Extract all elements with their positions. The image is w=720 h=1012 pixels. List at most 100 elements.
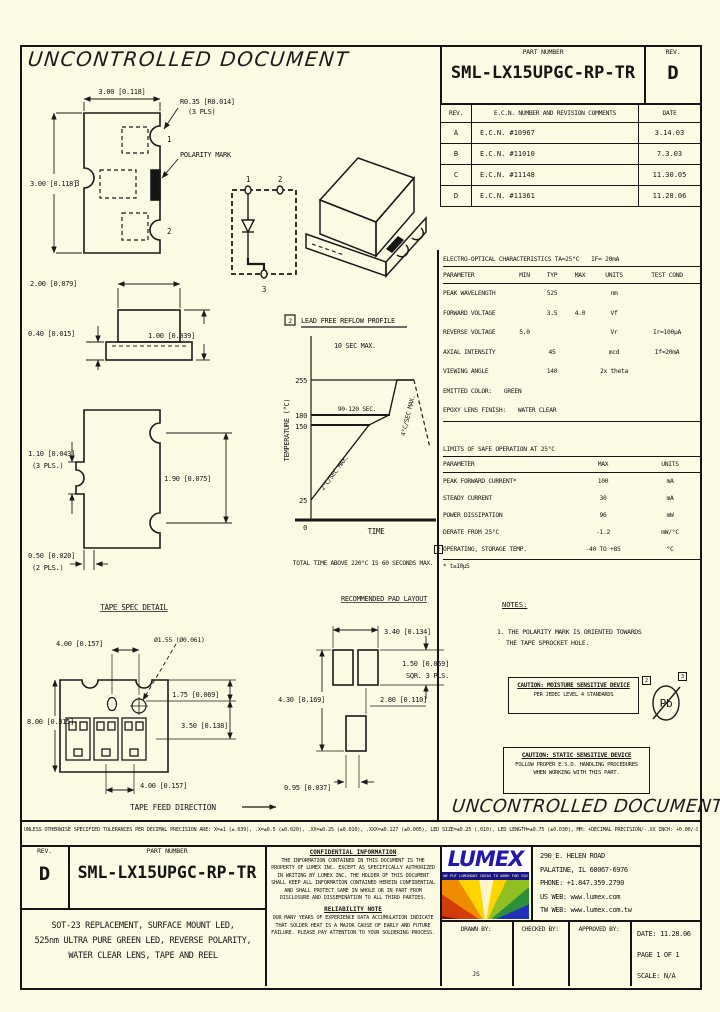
part-number-header: PART NUMBER SML-LX15UPGC-RP-TR REV. D (440, 45, 700, 105)
eo-r0-p: PEAK WAVELENGTH (443, 290, 496, 298)
date-row: DATE:11.28.06 (637, 924, 700, 945)
reliability-body: OUR MANY YEARS OF EXPERIENCE DATA ACCUMU… (271, 915, 435, 937)
eo-r1-typ: 3.5 (546, 309, 558, 317)
tape-width-dim: 8.00 [0.315] (27, 718, 74, 726)
title-block-line (440, 845, 442, 986)
top-view-drawing: 3.00 [0.118] 3.00 [0.118] R0.35 [R0.014]… (30, 88, 235, 254)
pin-2-label: 2 (167, 227, 171, 236)
eo-table-header: PARAMETER MIN TYP MAX UNITS TEST COND (443, 267, 700, 284)
address-line-3: PHONE: +1.847.359.2790 (540, 879, 624, 887)
schematic-pin-2: 2 (278, 175, 282, 184)
pad-span-dim: 3.40 [0.134] (384, 628, 431, 636)
pin-1-label: 1 (167, 135, 171, 144)
lumex-logo-rainbow (442, 880, 529, 919)
lens-finish-row: EPOXY LENS FINISH: WATER CLEAR (443, 401, 700, 422)
rev-label: REV. (665, 48, 681, 56)
rev-d: D (453, 192, 459, 200)
tb-rev-label: REV. (37, 847, 52, 855)
tick-0: 0 (303, 524, 307, 532)
rev-b-comment: E.C.N. #11010 (471, 144, 638, 164)
pad-offset-dim: 0.95 [0.037] (284, 784, 331, 792)
safe-h-units: UNITS (661, 461, 679, 468)
part-number-cell: PART NUMBER SML-LX15UPGC-RP-TR (442, 45, 644, 103)
schematic-diagram: 1 2 3 (231, 175, 297, 294)
table-row: D E.C.N. #11361 11.28.06 (441, 186, 700, 207)
tape-spec-drawing: TAPE SPEC DETAIL 4.00 [0.157] Ø1.55 (Ø0.… (27, 603, 277, 812)
safe-r3-units: mW/°C (661, 529, 679, 536)
safe-r4-max: -40 TO +85 (585, 546, 621, 553)
rev-d-comment: E.C.N. #11361 (471, 186, 638, 206)
rev-a: A (453, 129, 459, 137)
eo-r3-cond: If=20mA (654, 348, 680, 356)
rev-c-comment: E.C.N. #11148 (471, 165, 638, 185)
date-label: DATE: (637, 930, 657, 938)
rev-a-comment: E.C.N. #10967 (471, 123, 638, 143)
tb-rev-value: D (38, 863, 51, 885)
safe-r1-p: STEADY CURRENT (443, 495, 492, 502)
approved-by-label: APPROVED BY: (578, 926, 620, 933)
lead-width-qty: (3 PLS.) (32, 462, 63, 470)
table-row: B E.C.N. #11010 7.3.03 (441, 144, 700, 165)
checked-by-label: CHECKED BY: (521, 926, 559, 933)
moisture-caution-sub: PER JEDEC LEVEL 4 STANDARDS (533, 692, 614, 698)
storage-temp-flag-note: 2 (434, 545, 443, 554)
polarity-mark-callout: POLARITY MARK (180, 151, 232, 159)
lens-finish-value: WATER CLEAR (517, 407, 557, 414)
tape-center-dim: 3.50 [0.138] (181, 722, 228, 730)
static-caution-box: CAUTION: STATIC SENSITIVE DEVICE FOLLOW … (503, 747, 650, 794)
revision-table: REV. E.C.N. NUMBER AND REVISION COMMENTS… (440, 105, 700, 207)
reflow-footer-note: TOTAL TIME ABOVE 220°C IS 60 SECONDS MAX… (292, 560, 434, 567)
reflow-profile-chart: 2 LEAD FREE REFLOW PROFILE 10 SEC MAX. 2… (283, 314, 436, 536)
eo-r0-typ: 525 (546, 290, 558, 298)
title-block-line (265, 845, 267, 986)
safe-r2-max: 96 (599, 512, 607, 519)
part-number-label: PART NUMBER (522, 48, 564, 56)
safe-table-header: PARAMETER MAX UNITS (443, 457, 700, 473)
lumex-logo: LUMEX WE PUT LUMINOUS IDEAS TO WORK FOR … (442, 847, 529, 919)
safe-r1-max: 30 (599, 495, 607, 502)
moisture-flag-note: 2 (642, 676, 651, 685)
description-line-1: SOT-23 REPLACEMENT, SURFACE MOUNT LED, (51, 921, 235, 931)
description-line-2: 525nm ULTRA PURE GREEN LED, REVERSE POLA… (34, 936, 252, 946)
tape-pitch-top-dim: 4.00 [0.157] (56, 640, 103, 648)
tick-255: 255 (295, 377, 307, 385)
top-view-width-dim: 3.00 [0.118] (99, 88, 146, 96)
lead-offset-dim: 0.50 [0.020] (28, 552, 75, 560)
tick-25: 25 (299, 497, 307, 505)
tb-rev-cell: REV. D (22, 847, 67, 885)
eo-r1-p: FORWARD VOLTAGE (443, 309, 496, 317)
tick-180: 180 (295, 412, 307, 420)
title-block-line (630, 920, 632, 986)
scale-value: N/A (663, 972, 676, 980)
safe-r3-max: -1.2 (596, 529, 610, 536)
bottom-view-drawing: 1.10 [0.043] (3 PLS.) 1.90 [0.075] 0.50 … (28, 409, 232, 572)
eo-r3-units: mcd (608, 348, 620, 356)
safe-h-max: MAX (597, 461, 609, 468)
rev-b-date: 7.3.03 (638, 144, 700, 164)
address-line-1: 290 E. HELEN ROAD (540, 852, 605, 860)
comment-col-header: E.C.N. NUMBER AND REVISION COMMENTS (471, 105, 638, 122)
reflow-title: LEAD FREE REFLOW PROFILE (301, 317, 395, 325)
title-block-line (20, 908, 266, 910)
side-view-width-dim: 2.00 [0.079] (30, 280, 77, 288)
rev-col-header: REV. (449, 110, 463, 117)
eo-r3-typ: 45 (548, 348, 556, 356)
eo-r2-min: 5.0 (519, 329, 530, 337)
tape-feed-direction-label: TAPE FEED DIRECTION (130, 803, 216, 812)
eo-r2-p: REVERSE VOLTAGE (443, 329, 496, 337)
eo-r3-p: AXIAL INTENSITY (443, 348, 496, 356)
rev-a-date: 3.14.03 (638, 123, 700, 143)
note-1-line-1: 1. THE POLARITY MARK IS ORIENTED TOWARDS (497, 628, 642, 636)
emitted-color-value: GREEN (503, 387, 522, 395)
pad-mid-dim: 2.80 [0.110] (380, 696, 427, 704)
safe-r0-p: PEAK FORWARD CURRENT* (443, 478, 517, 485)
eo-r1-max: 4.0 (574, 309, 586, 317)
rev-cell: REV. D (644, 45, 700, 103)
date-value: 11.28.06 (660, 930, 691, 938)
tape-edge-dim: 1.75 [0.069] (172, 691, 219, 699)
